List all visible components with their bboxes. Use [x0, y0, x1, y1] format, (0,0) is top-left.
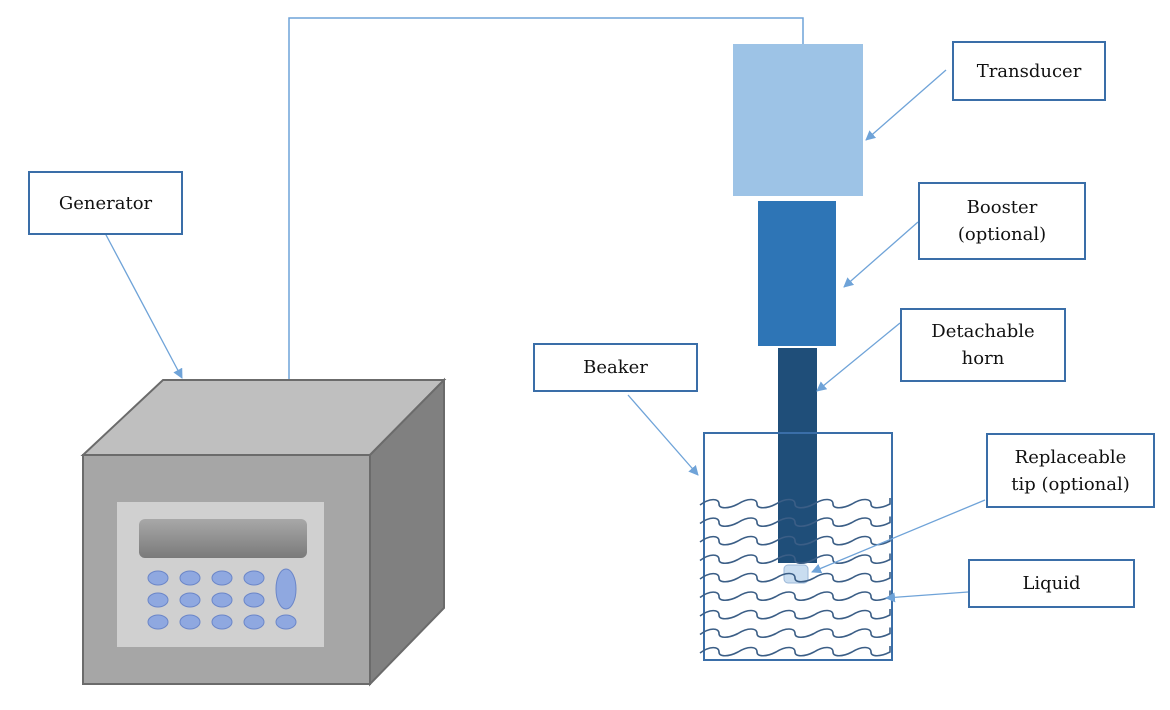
liquid-wave-line: [699, 590, 891, 602]
beaker-label: Beaker: [533, 343, 698, 392]
horn-arrow: [816, 322, 901, 392]
keypad-key: [211, 592, 233, 608]
liquid-wave-line: [699, 535, 891, 546]
tip-arrow: [811, 499, 986, 574]
keypad-key: [147, 570, 169, 586]
generator-box: [80, 377, 447, 687]
tip-label: Replaceable tip (optional): [986, 433, 1155, 508]
keypad-tall-key: [275, 568, 297, 610]
transducer-label: Transducer: [952, 41, 1106, 101]
keypad-key: [211, 570, 233, 586]
keypad-key: [147, 592, 169, 608]
generator-label: Generator: [28, 171, 183, 235]
horn-label: Detachable horn: [900, 308, 1066, 382]
keypad: [147, 568, 297, 630]
keypad-key: [243, 592, 265, 608]
connection-cable: [288, 17, 804, 380]
keypad-key: [179, 570, 201, 586]
display-screen: [139, 519, 307, 558]
liquid-wave-line: [699, 572, 891, 583]
liquid-wave-line: [699, 516, 891, 528]
booster-arrow: [843, 221, 919, 288]
keypad-key: [147, 614, 169, 630]
liquid-wave-line: [699, 609, 891, 620]
transducer-arrow: [865, 69, 947, 141]
keypad-key: [179, 592, 201, 608]
keypad-key: [179, 614, 201, 630]
booster-label: Booster (optional): [918, 182, 1086, 260]
beaker-arrow: [627, 394, 699, 476]
beaker-outline: [703, 432, 893, 661]
keypad-key: [211, 614, 233, 630]
liquid-wave-line: [699, 553, 891, 565]
keypad-key: [275, 614, 297, 630]
liquid-wave-line: [699, 627, 891, 639]
generator-arrow: [104, 232, 183, 379]
liquid-wave-line: [699, 498, 891, 509]
liquid-arrow: [885, 591, 969, 603]
liquid-wave-line: [699, 646, 891, 657]
keypad-key: [243, 570, 265, 586]
liquid-waves: [699, 498, 891, 657]
liquid-label: Liquid: [968, 559, 1135, 608]
horn-rod: [778, 348, 817, 563]
keypad-key: [243, 614, 265, 630]
transducer-block: [733, 44, 863, 196]
booster-block: [758, 201, 836, 346]
